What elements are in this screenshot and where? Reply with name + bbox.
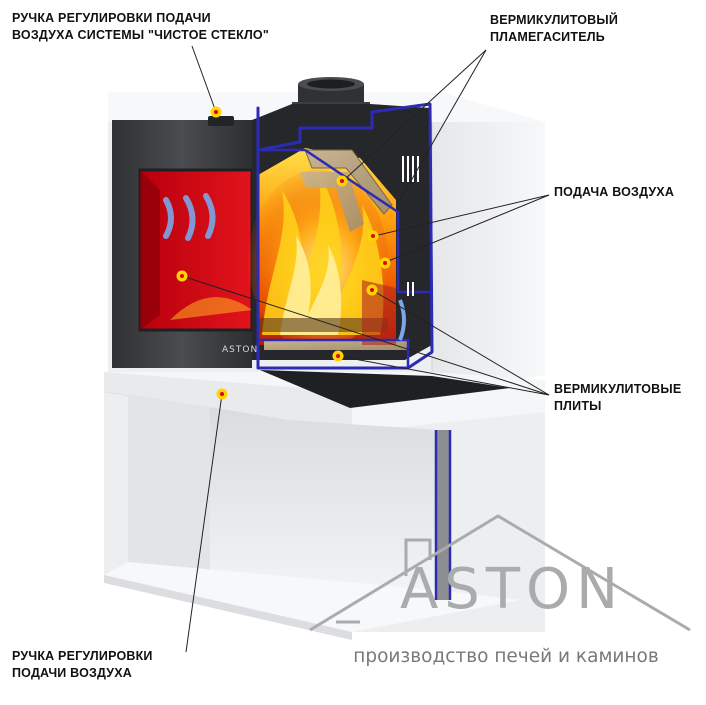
stove-door	[112, 120, 254, 368]
callout-markers	[176, 106, 391, 400]
callout-glass-air-handle: РУЧКА РЕГУЛИРОВКИ ПОДАЧИ ВОЗДУХА СИСТЕМЫ…	[12, 10, 269, 44]
marker-top-handle	[210, 106, 222, 118]
callout-flame-damper: ВЕРМИКУЛИТОВЫЙ ПЛАМЕГАСИТЕЛЬ	[490, 12, 618, 46]
callout-air-handle-line-1: РУЧКА РЕГУЛИРОВКИ	[12, 649, 153, 663]
marker-air-2	[379, 257, 391, 269]
watermark-house-icon	[309, 514, 691, 632]
marker-air-1	[367, 230, 379, 242]
watermark-brand: ASTON	[399, 557, 625, 622]
middle-shelf	[103, 370, 545, 433]
callout-glass-air-handle-line-1: РУЧКА РЕГУЛИРОВКИ ПОДАЧИ	[12, 11, 211, 25]
marker-flame-damper-1	[336, 175, 348, 187]
watermark-tagline: производство печей и каминов	[353, 646, 659, 667]
door-logo: ASTON	[222, 345, 258, 355]
callout-flame-damper-line-1: ВЕРМИКУЛИТОВЫЙ	[490, 13, 619, 27]
marker-plate-bottom	[332, 350, 344, 362]
callout-flame-damper-line-2: ПЛАМЕГАСИТЕЛЬ	[490, 30, 605, 44]
marker-plate-back	[176, 270, 188, 282]
callout-vermiculite-plates: ВЕРМИКУЛИТОВЫЕ ПЛИТЫ	[554, 381, 681, 415]
callout-vermiculite-plates-line-1: ВЕРМИКУЛИТОВЫЕ	[554, 382, 682, 396]
callout-air-supply: ПОДАЧА ВОЗДУХА	[554, 184, 674, 201]
callout-glass-air-handle-line-2: ВОЗДУХА СИСТЕМЫ "ЧИСТОЕ СТЕКЛО"	[12, 28, 269, 42]
lower-niche	[104, 392, 545, 640]
firebox-cutaway	[248, 102, 434, 370]
top-handle-knob	[208, 116, 234, 126]
callout-air-handle: РУЧКА РЕГУЛИРОВКИ ПОДАЧИ ВОЗДУХА	[12, 648, 153, 682]
callout-vermiculite-plates-line-2: ПЛИТЫ	[554, 399, 602, 413]
leader-lines	[181, 45, 550, 653]
callout-air-handle-line-2: ПОДАЧИ ВОЗДУХА	[12, 666, 133, 680]
marker-plate-side	[366, 284, 378, 296]
callout-air-supply-line-1: ПОДАЧА ВОЗДУХА	[554, 185, 675, 199]
marker-bottom-handle	[216, 388, 228, 400]
